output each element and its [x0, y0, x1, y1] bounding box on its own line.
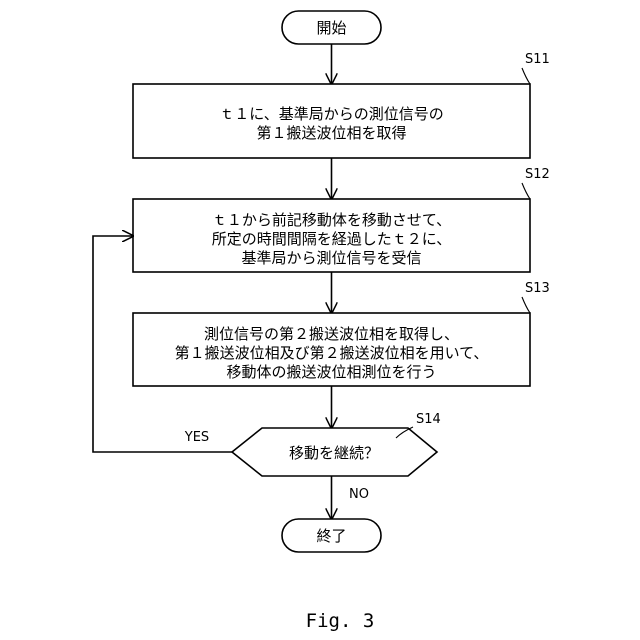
no-label: NO	[349, 487, 369, 502]
step-label-s12: S12	[525, 167, 550, 182]
step-s12-line-1: ｔ１から前記移動体を移動させて、	[212, 211, 451, 229]
step-s13-line-3: 移動体の搬送波位相測位を行う	[226, 363, 436, 381]
start-terminator: 開始	[282, 11, 381, 44]
leader-s13	[522, 297, 530, 313]
decision-s14: 移動を継続？	[232, 428, 437, 476]
leader-s11	[522, 68, 530, 84]
start-text: 開始	[316, 19, 346, 37]
step-s11-line-1: ｔ１に、基準局からの測位信号の	[219, 105, 444, 123]
step-s13-line-2: 第１搬送波位相及び第２搬送波位相を用いて、	[175, 344, 489, 362]
step-s12-line-3: 基準局から測位信号を受信	[241, 249, 421, 267]
step-s12-line-2: 所定の時間間隔を経過したｔ２に、	[212, 230, 452, 248]
end-text: 終了	[316, 527, 346, 545]
step-s13-line-1: 測位信号の第２搬送波位相を取得し、	[204, 325, 459, 343]
step-s11-line-2: 第１搬送波位相を取得	[256, 124, 406, 142]
figure-caption: Fig. 3	[306, 610, 375, 632]
end-terminator: 終了	[282, 519, 381, 552]
yes-label: YES	[184, 430, 209, 445]
process-step-s11: ｔ１に、基準局からの測位信号の 第１搬送波位相を取得	[133, 84, 530, 158]
step-label-s11: S11	[525, 52, 550, 67]
decision-text: 移動を継続？	[289, 444, 379, 462]
step-label-s14: S14	[416, 412, 441, 427]
leader-s12	[522, 183, 530, 199]
step-label-s13: S13	[525, 281, 550, 296]
process-step-s12: ｔ１から前記移動体を移動させて、 所定の時間間隔を経過したｔ２に、 基準局から測…	[133, 199, 530, 272]
process-step-s13: 測位信号の第２搬送波位相を取得し、 第１搬送波位相及び第２搬送波位相を用いて、 …	[133, 313, 530, 386]
